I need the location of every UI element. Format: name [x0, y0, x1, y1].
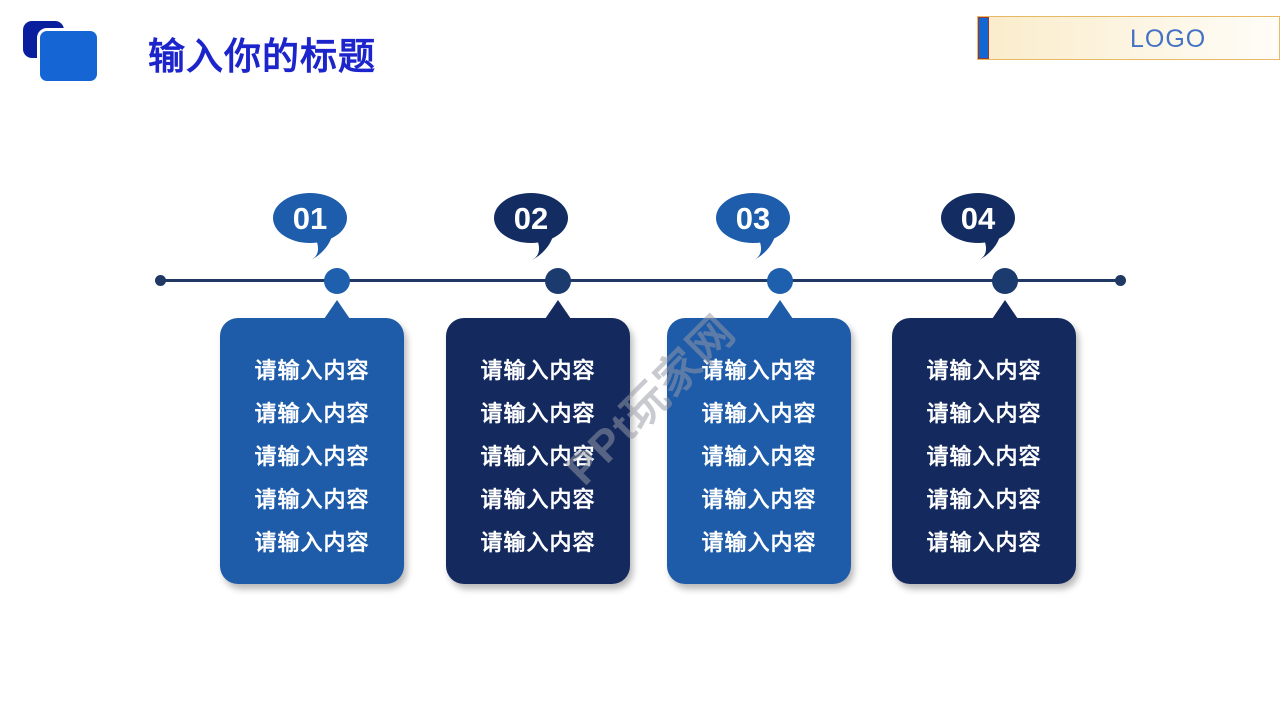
card-line: 请输入内容	[254, 487, 370, 512]
logo-text: LOGO	[1130, 25, 1207, 53]
timeline-end-dot	[1115, 275, 1126, 286]
step-bubble-02: 02	[494, 193, 568, 260]
card-pointer	[767, 300, 793, 319]
step-bubble-03: 03	[716, 193, 790, 260]
bubble-tail	[979, 236, 1000, 260]
timeline-line	[160, 279, 1122, 282]
title-squares-icon	[37, 28, 100, 84]
card-line: 请输入内容	[254, 358, 370, 383]
card-line: 请输入内容	[480, 487, 596, 512]
step-number: 04	[961, 201, 996, 236]
logo-box: LOGO	[977, 16, 1280, 60]
card-line: 请输入内容	[926, 358, 1042, 383]
bubble-tail	[532, 236, 553, 260]
card-line: 请输入内容	[254, 444, 370, 469]
card-line: 请输入内容	[701, 487, 817, 512]
step-bubble-01: 01	[273, 193, 347, 260]
card-line: 请输入内容	[701, 530, 817, 555]
bubble-ellipse	[273, 193, 347, 243]
timeline-node-4	[992, 268, 1018, 294]
card-pointer	[992, 300, 1018, 319]
card-line: 请输入内容	[480, 444, 596, 469]
card-line: 请输入内容	[480, 401, 596, 426]
timeline-node-3	[767, 268, 793, 294]
card-pointer	[324, 300, 350, 319]
step-number: 03	[736, 201, 770, 236]
card-line: 请输入内容	[926, 401, 1042, 426]
card-line: 请输入内容	[480, 530, 596, 555]
card-line: 请输入内容	[254, 530, 370, 555]
bubble-tail	[311, 236, 332, 260]
step-number: 01	[293, 201, 327, 236]
content-card-1: 请输入内容 请输入内容 请输入内容 请输入内容 请输入内容	[220, 300, 404, 584]
card-pointer	[545, 300, 571, 319]
slide-title: 输入你的标题	[148, 36, 376, 77]
card-line: 请输入内容	[701, 358, 817, 383]
card-line: 请输入内容	[926, 530, 1042, 555]
content-card-3: 请输入内容 请输入内容 请输入内容 请输入内容 请输入内容	[667, 300, 851, 584]
bubble-ellipse	[494, 193, 568, 243]
bubble-tail	[754, 236, 775, 260]
bubble-ellipse	[716, 193, 790, 243]
timeline-node-1	[324, 268, 350, 294]
card-line: 请输入内容	[926, 444, 1042, 469]
card-line: 请输入内容	[701, 444, 817, 469]
step-number: 02	[514, 201, 548, 236]
content-card-4: 请输入内容 请输入内容 请输入内容 请输入内容 请输入内容	[892, 300, 1076, 584]
timeline-start-dot	[155, 275, 166, 286]
card-line: 请输入内容	[480, 358, 596, 383]
logo-accent-bar	[978, 17, 989, 59]
card-line: 请输入内容	[926, 487, 1042, 512]
bubble-ellipse	[941, 193, 1015, 243]
content-card-2: 请输入内容 请输入内容 请输入内容 请输入内容 请输入内容	[446, 300, 630, 584]
card-line: 请输入内容	[254, 401, 370, 426]
step-bubble-04: 04	[941, 193, 1015, 260]
card-line: 请输入内容	[701, 401, 817, 426]
timeline-node-2	[545, 268, 571, 294]
